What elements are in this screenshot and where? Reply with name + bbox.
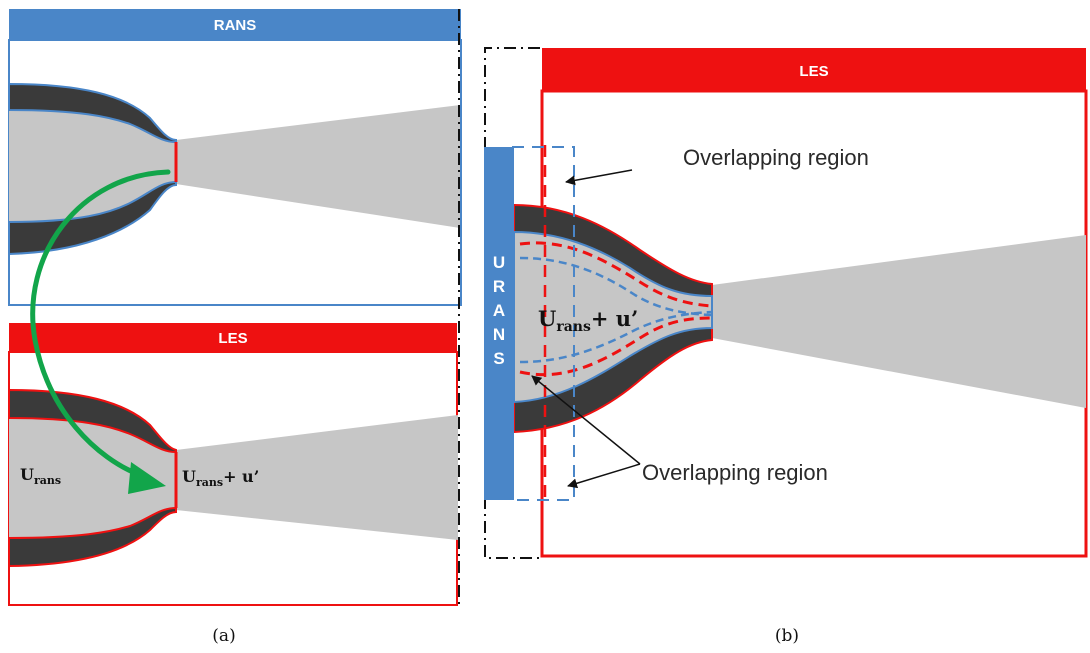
les-nozzle-a: [8, 388, 458, 568]
overlap-boundary-blue: [512, 146, 575, 501]
les-jet-spray-b: [712, 235, 1086, 408]
rans-nozzle-wall-bottom: [8, 180, 177, 256]
les-header-bar-a: [9, 323, 457, 353]
caption-b: (b): [775, 626, 799, 646]
panel-a: RANS LES Ura: [8, 9, 462, 646]
urans-domain-bar: U R A N S: [484, 147, 514, 500]
mapping-arrow-curve: [30, 169, 171, 479]
overlap-line-blue-bottom: [519, 310, 713, 364]
urans-letter: U: [493, 253, 505, 272]
u-rans-label-a: Urans: [20, 465, 61, 487]
mapping-arrow: [30, 169, 171, 494]
urans-letter: S: [493, 349, 504, 368]
u-inflow-label-b: Urans+ u’: [538, 306, 638, 335]
les-jet-spray-a: [176, 415, 458, 540]
panel-b-outer-boundary: [484, 47, 540, 559]
rans-jet-spray: [176, 105, 460, 228]
overlap-label-bottom: Overlapping region: [642, 460, 828, 485]
overlap-line-red-top: [519, 241, 713, 308]
u-inflow-label-a: Urans+ u’: [182, 467, 259, 489]
annotation-arrow-bottom-1: [531, 375, 641, 465]
rans-nozzle: [8, 82, 460, 256]
urans-letter: A: [493, 301, 505, 320]
les-fluid-region-b: [513, 230, 713, 404]
les-fluid-region-a: [9, 418, 176, 538]
annotation-arrow-top: [565, 169, 633, 186]
rans-header-label: RANS: [214, 17, 257, 34]
annotation-arrow-bottom-2: [567, 463, 641, 489]
rans-nozzle-wall-top: [8, 82, 177, 144]
panel-b: LES U R A N S Urans+ u’ Ove: [484, 47, 1088, 646]
rans-fluid-region: [9, 110, 176, 222]
overlap-line-red-bottom: [519, 316, 713, 377]
les-header-label-a: LES: [218, 330, 247, 347]
rans-header-bar: [9, 9, 461, 40]
overlap-line-blue-top: [519, 256, 713, 317]
les-nozzle-wall-bottom-a: [8, 506, 177, 568]
les-header-label-b: LES: [799, 63, 828, 80]
les-nozzle-wall-top-a: [8, 388, 177, 454]
caption-a: (a): [212, 626, 235, 646]
urans-letter: N: [493, 325, 505, 344]
urans-letter: R: [493, 277, 505, 296]
les-header-bar-b: [542, 48, 1086, 92]
overlap-label-top: Overlapping region: [683, 145, 869, 170]
mapping-arrow-head: [128, 462, 166, 494]
